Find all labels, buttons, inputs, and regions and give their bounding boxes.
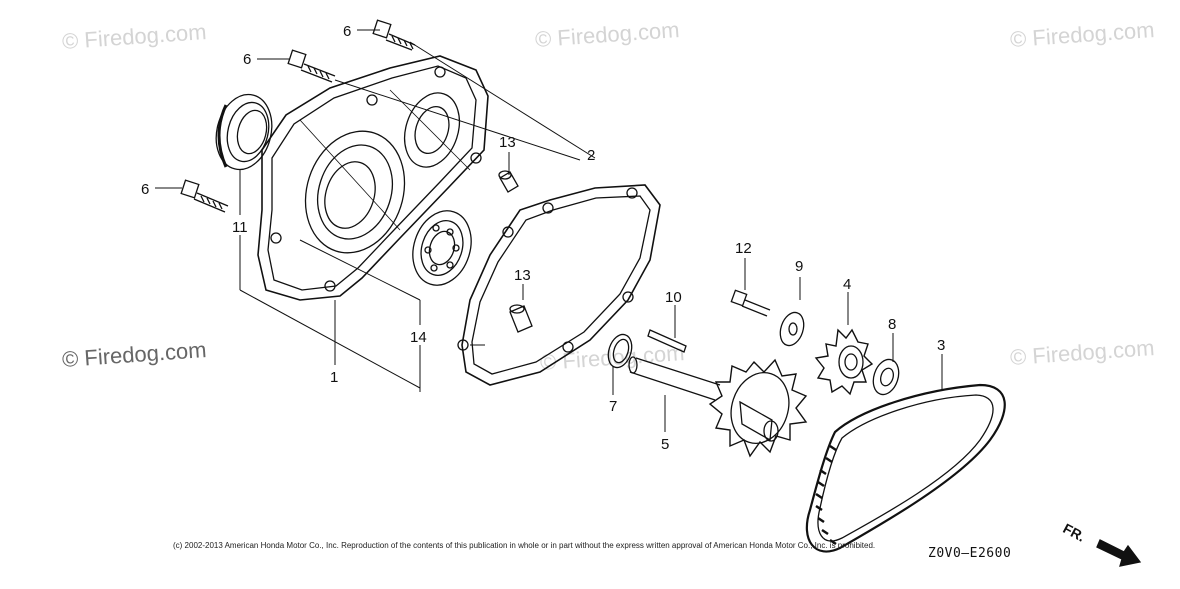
part-label-6: 6 xyxy=(243,51,251,68)
collar-part-8 xyxy=(872,358,900,396)
gasket-part-2 xyxy=(457,184,661,386)
flange-bolt-part-12 xyxy=(730,289,771,317)
part-label-10: 10 xyxy=(665,289,682,306)
bolt-part-6 xyxy=(287,49,336,83)
part-label-13: 13 xyxy=(514,267,531,284)
dowel-pin-part-13 xyxy=(509,304,533,333)
front-direction-arrow xyxy=(1096,539,1142,567)
bolt-part-6 xyxy=(180,179,229,213)
part-label-12: 12 xyxy=(735,240,752,257)
part-label-6: 6 xyxy=(141,181,149,198)
bolt-part-6 xyxy=(372,19,416,51)
copyright-notice: (c) 2002-2013 American Honda Motor Co., … xyxy=(173,541,876,550)
dowel-pin-part-13 xyxy=(498,170,519,193)
part-label-5: 5 xyxy=(661,436,669,453)
diagram-code: Z0V0—E2600 xyxy=(928,546,1012,561)
part-label-1: 1 xyxy=(330,369,338,386)
o-ring-part-7 xyxy=(607,333,633,369)
part-label-13: 13 xyxy=(499,134,516,151)
washer-part-9 xyxy=(779,311,805,347)
part-label-8: 8 xyxy=(888,316,896,333)
part-label-2: 2 xyxy=(587,147,595,164)
part-label-14: 14 xyxy=(410,329,427,346)
part-label-4: 4 xyxy=(843,276,851,293)
chain-case-cover-part-1 xyxy=(257,55,489,301)
part-labels: 6 6 6 11 1 14 13 13 2 10 7 5 12 9 4 8 3 xyxy=(141,23,945,453)
key-part-10 xyxy=(647,329,687,353)
chain-part-3 xyxy=(805,383,1006,553)
part-label-7: 7 xyxy=(609,398,617,415)
part-label-6: 6 xyxy=(343,23,351,40)
drive-sprocket-part-4 xyxy=(814,328,874,396)
bearing-part-14 xyxy=(412,210,472,286)
leader-lines xyxy=(155,29,943,432)
part-label-3: 3 xyxy=(937,337,945,354)
oil-seal-part-11 xyxy=(215,93,273,171)
part-label-11: 11 xyxy=(232,219,248,236)
part-label-9: 9 xyxy=(795,258,803,275)
sprocket-shaft-part-5 xyxy=(628,356,808,458)
